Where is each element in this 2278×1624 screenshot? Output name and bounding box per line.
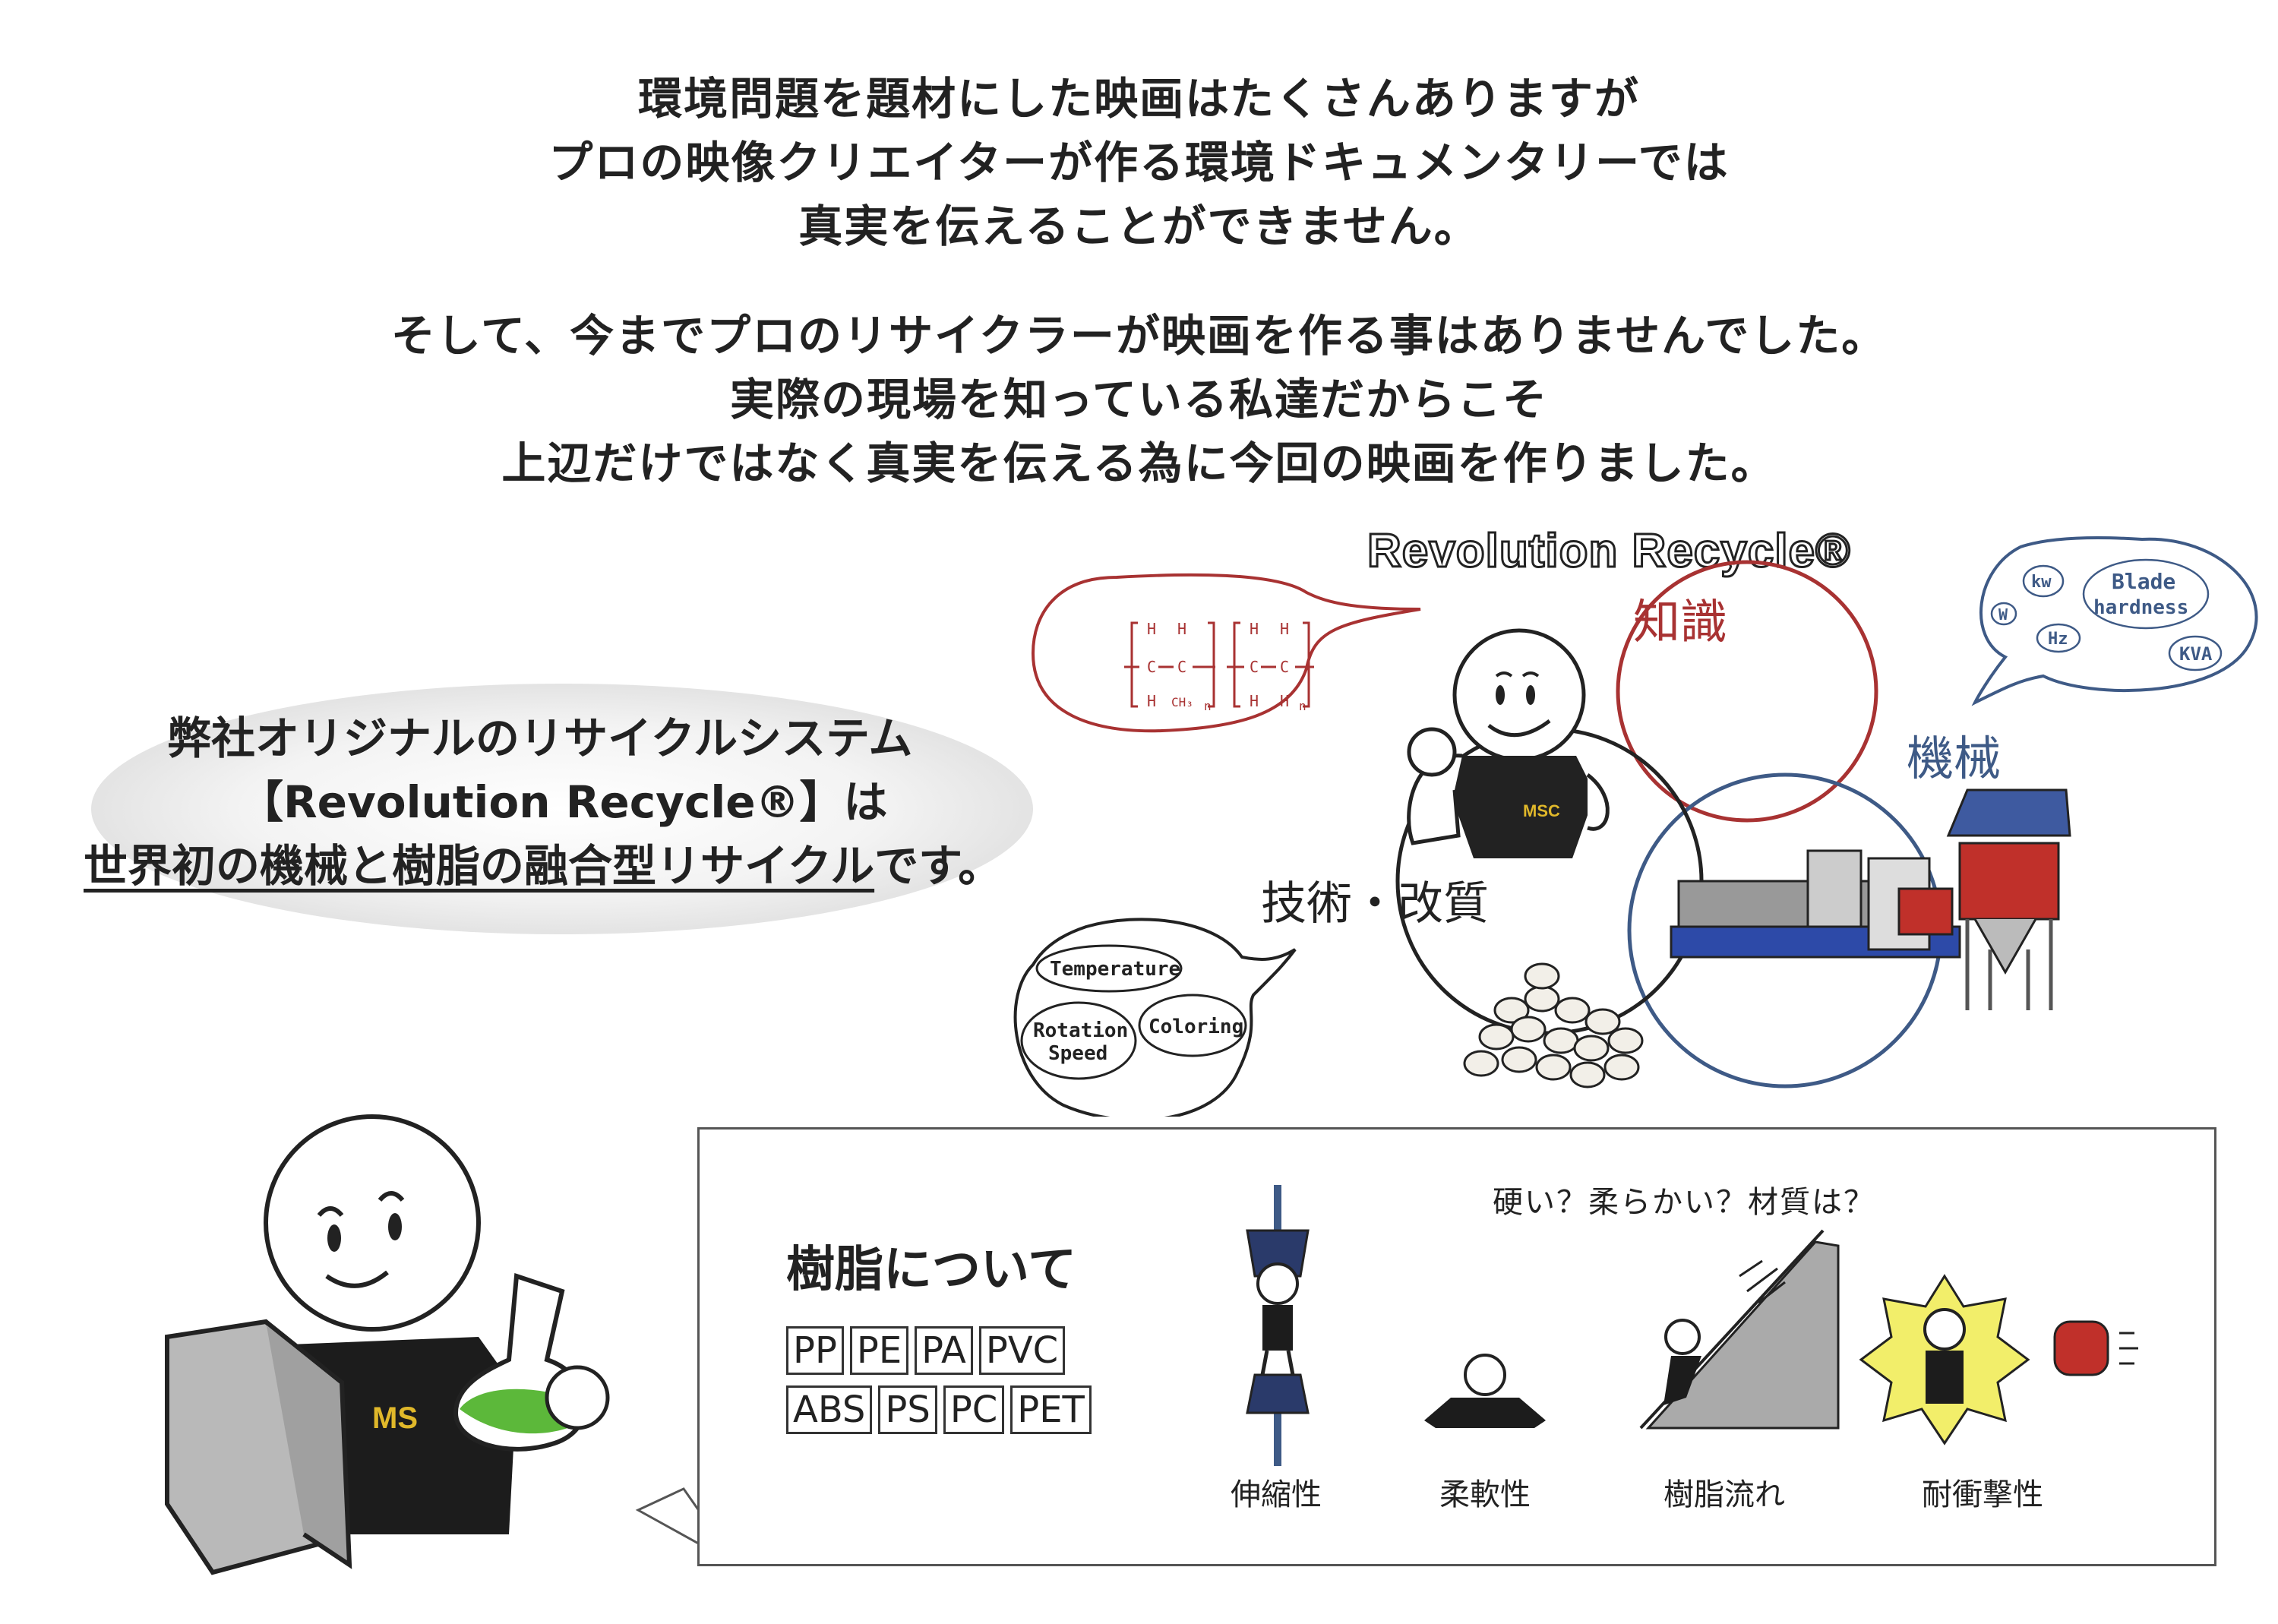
knowledge-label: 知識 <box>1633 594 1727 649</box>
property-label-flow: 樹脂流れ <box>1663 1477 1785 1512</box>
svg-text:C: C <box>1177 658 1186 676</box>
intro-line: 上辺だけではなく真実を伝える為に今回の映画を作りました。 <box>501 438 1777 489</box>
venn-diagram: H H C C H CH₃ n H H C C H H n 知識 機械 技術・改質 MSC <box>1013 536 2258 1117</box>
intro-line: 実際の現場を知っている私達だからこそ <box>729 374 1549 425</box>
svg-text:H: H <box>1147 692 1156 710</box>
polymer-formula-icon: H H C C H CH₃ n H H C C H H n <box>1124 620 1314 713</box>
svg-text:W: W <box>1998 605 2008 624</box>
intro-line: 環境問題を題材にした映画はたくさんありますが <box>638 73 1640 125</box>
svg-text:n: n <box>1204 699 1212 713</box>
resin-question: 硬い？柔らかい？材質は？ <box>1493 1185 1875 1220</box>
svg-text:kw: kw <box>2031 573 2052 592</box>
svg-text:KVA: KVA <box>2179 643 2213 665</box>
svg-text:Hz: Hz <box>2048 630 2068 649</box>
intro-line: プロの映像クリエイターが作る環境ドキュメンタリーでは <box>548 137 1730 188</box>
property-illustrations <box>1246 1185 2138 1466</box>
resin-tag: ABS <box>786 1385 873 1434</box>
technique-label: 技術・改質 <box>1261 877 1489 930</box>
pellets-icon <box>1463 962 1644 1088</box>
knowledge-circle <box>1616 560 1878 823</box>
slide-icon <box>1639 1229 1840 1430</box>
svg-text:MSC: MSC <box>1523 801 1560 820</box>
svg-text:C: C <box>1250 658 1259 676</box>
flexible-icon <box>1424 1354 1546 1428</box>
tagline-block: 弊社オリジナルのリサイクルシステム 【Revolution Recycle®】は… <box>84 684 1071 934</box>
svg-text:Coloring: Coloring <box>1148 1016 1243 1038</box>
mascot-logo: MS <box>372 1401 418 1435</box>
svg-text:C: C <box>1280 658 1289 676</box>
intro-paragraph-1: 環境問題を題材にした映画はたくさんありますが プロの映像クリエイターが作る環境ド… <box>0 67 2278 258</box>
revolution-recycle-title: Revolution Recycle® <box>1366 524 1852 579</box>
svg-text:C: C <box>1147 658 1156 676</box>
svg-text:H: H <box>1177 620 1186 638</box>
resin-tag: PP <box>786 1326 844 1375</box>
resin-tag: PVC <box>978 1326 1066 1375</box>
intro-paragraph-2: そして、今までプロのリサイクラーが映画を作る事はありませんでした。 実際の現場を… <box>0 304 2278 495</box>
intro-line: そして、今までプロのリサイクラーが映画を作る事はありませんでした。 <box>390 310 1888 362</box>
extruder-machine-icon <box>1670 788 2071 1010</box>
svg-text:Speed: Speed <box>1048 1042 1107 1065</box>
stretch-icon <box>1246 1185 1310 1466</box>
svg-text:hardness: hardness <box>2093 596 2188 619</box>
resin-tag: PE <box>849 1326 909 1375</box>
svg-text:Rotation: Rotation <box>1033 1019 1128 1042</box>
property-label-impact: 耐衝撃性 <box>1922 1477 2043 1512</box>
svg-text:H: H <box>1250 692 1259 710</box>
svg-text:H: H <box>1280 692 1289 710</box>
tagline-underlined: 世界初の機械と樹脂の融合型リサイクル <box>84 840 875 892</box>
technique-bubble: Temperature Rotation Speed Coloring <box>1013 918 1297 1117</box>
impact-icon <box>1859 1274 2138 1445</box>
tagline-background <box>91 684 1033 934</box>
tagline-tail: です。 <box>874 840 1003 892</box>
machine-bubble: kw Blade hardness W Hz KVA <box>1971 536 2258 706</box>
svg-text:H: H <box>1147 620 1156 638</box>
resin-tag: PET <box>1010 1385 1092 1434</box>
svg-text:Blade: Blade <box>2112 569 2175 594</box>
property-label-stretch: 伸縮性 <box>1231 1477 1322 1512</box>
tagline-line-2: 【Revolution Recycle®】は <box>239 776 888 828</box>
formula-bubble: H H C C H CH₃ n H H C C H H n <box>1031 573 1421 733</box>
svg-text:Temperature: Temperature <box>1050 958 1180 981</box>
tagline-line-3: 世界初の機械と樹脂の融合型リサイクルです。 <box>84 834 1071 898</box>
resin-tag: PA <box>915 1326 973 1375</box>
mascot-icon: MSC <box>1407 628 1610 858</box>
tagline-line-1: 弊社オリジナルのリサイクルシステム <box>167 712 913 764</box>
resin-tag: PC <box>943 1385 1005 1434</box>
svg-text:H: H <box>1280 620 1289 638</box>
resin-title: 樹脂について <box>786 1242 1077 1298</box>
svg-text:n: n <box>1299 699 1306 713</box>
intro-line: 真実を伝えることができません。 <box>798 201 1480 252</box>
property-label-flexible: 柔軟性 <box>1439 1477 1531 1512</box>
machine-label: 機械 <box>1907 731 2001 786</box>
mascot-reading-icon: MS <box>165 1114 729 1575</box>
svg-text:CH₃: CH₃ <box>1171 695 1193 709</box>
svg-text:H: H <box>1250 620 1259 638</box>
resin-tag: PS <box>878 1385 937 1434</box>
